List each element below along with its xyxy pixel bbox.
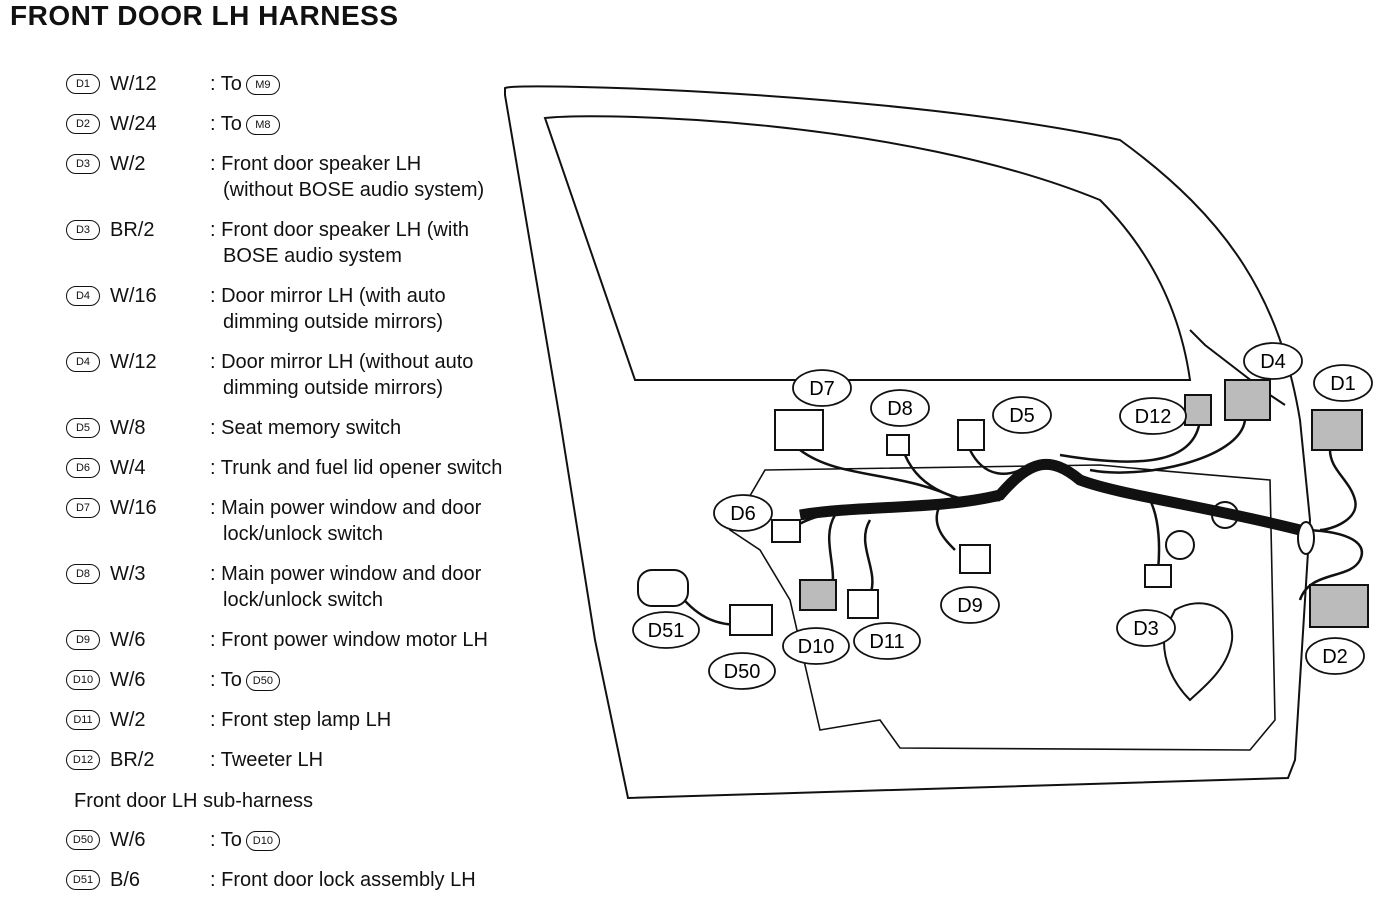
speaker-outline bbox=[1163, 602, 1234, 702]
callout-label: D9 bbox=[957, 595, 983, 617]
callout-label: D8 bbox=[887, 398, 913, 420]
door-outline bbox=[504, 85, 1312, 800]
connector-spec: W/16 bbox=[110, 285, 157, 307]
connector-body-d2 bbox=[1309, 584, 1369, 628]
connector-badge: D4 bbox=[66, 286, 100, 306]
connector-spec: W/4 bbox=[110, 457, 146, 479]
callout-label: D2 bbox=[1322, 646, 1348, 668]
connector-badge: D11 bbox=[66, 710, 100, 730]
callout-d9: D9 bbox=[940, 586, 1000, 624]
connector-spec: W/12 bbox=[110, 73, 157, 95]
connector-spec: W/6 bbox=[110, 669, 146, 691]
connector-description: : Front door speaker LH(without BOSE aud… bbox=[210, 153, 485, 201]
connector-badge: D2 bbox=[66, 114, 100, 134]
connector-spec: W/6 bbox=[110, 829, 146, 851]
connector-badge: D7 bbox=[66, 498, 100, 518]
connector-badge: D9 bbox=[66, 630, 100, 650]
connector-body-d7 bbox=[774, 409, 824, 451]
callout-d11: D11 bbox=[853, 622, 921, 660]
callout-label: D3 bbox=[1133, 618, 1159, 640]
callout-label: D12 bbox=[1135, 406, 1172, 428]
connector-badge: D12 bbox=[66, 750, 100, 770]
connector-spec: B/6 bbox=[110, 869, 141, 891]
subharness-heading: Front door LH sub-harness bbox=[74, 790, 314, 812]
callout-label: D6 bbox=[730, 503, 756, 525]
callout-d1: D1 bbox=[1313, 364, 1373, 402]
connector-description: : Tweeter LH bbox=[210, 749, 324, 771]
connector-badge: D6 bbox=[66, 458, 100, 478]
connector-badge: D5 bbox=[66, 418, 100, 438]
connector-spec: BR/2 bbox=[110, 749, 155, 771]
connector-badge: D3 bbox=[66, 154, 100, 174]
target-connector-badge: M8 bbox=[245, 114, 280, 135]
main-harness bbox=[799, 459, 1302, 536]
callout-label: D1 bbox=[1330, 373, 1356, 395]
connector-spec: W/12 bbox=[110, 351, 157, 373]
callout-d10: D10 bbox=[782, 627, 850, 665]
connector-spec: W/24 bbox=[110, 113, 157, 135]
connector-spec: W/2 bbox=[110, 153, 146, 175]
connector-badge: D10 bbox=[66, 670, 100, 690]
callout-d8: D8 bbox=[870, 389, 930, 427]
callout-d2: D2 bbox=[1305, 637, 1365, 675]
callout-d51: D51 bbox=[632, 611, 700, 649]
connector-spec: W/3 bbox=[110, 563, 146, 585]
callout-label: D7 bbox=[809, 378, 835, 400]
callout-label: D51 bbox=[648, 620, 685, 642]
callout-label: D4 bbox=[1260, 351, 1286, 373]
connector-body-d1 bbox=[1311, 409, 1363, 451]
callout-d12: D12 bbox=[1119, 397, 1187, 435]
page-title: FRONT DOOR LH HARNESS bbox=[10, 0, 399, 31]
callout-d7: D7 bbox=[792, 369, 852, 407]
connector-description: : Seat memory switch bbox=[210, 417, 402, 439]
callout-d6: D6 bbox=[713, 494, 773, 532]
window-frame bbox=[543, 115, 1192, 381]
connector-spec: W/6 bbox=[110, 629, 146, 651]
connector-description: : Front step lamp LH bbox=[210, 709, 392, 731]
connector-badge: D50 bbox=[66, 830, 100, 850]
connector-badge: D4 bbox=[66, 352, 100, 372]
callout-d5: D5 bbox=[992, 396, 1052, 434]
callout-label: D5 bbox=[1009, 405, 1035, 427]
connector-badge: D8 bbox=[66, 564, 100, 584]
connector-badge: D1 bbox=[66, 74, 100, 94]
callout-d3: D3 bbox=[1116, 609, 1176, 647]
connector-spec: W/8 bbox=[110, 417, 146, 439]
connector-badge: D51 bbox=[66, 870, 100, 890]
callout-d50: D50 bbox=[708, 652, 776, 690]
connector-spec: W/2 bbox=[110, 709, 146, 731]
callout-label: D10 bbox=[798, 636, 835, 658]
target-connector-badge: M9 bbox=[245, 74, 280, 95]
target-connector-badge: D10 bbox=[245, 830, 280, 851]
connector-description: : Front door lock assembly LH bbox=[210, 869, 476, 891]
connector-spec: W/16 bbox=[110, 497, 157, 519]
callout-label: D50 bbox=[724, 661, 761, 683]
callout-d4: D4 bbox=[1243, 342, 1303, 380]
connector-description: : Trunk and fuel lid opener switch bbox=[210, 457, 503, 479]
target-connector-badge: D50 bbox=[245, 670, 280, 691]
callout-label: D11 bbox=[869, 631, 904, 653]
connector-badge: D3 bbox=[66, 220, 100, 240]
connector-description: : Front power window motor LH bbox=[210, 629, 488, 651]
inner-panel bbox=[728, 464, 1276, 751]
connector-spec: BR/2 bbox=[110, 219, 155, 241]
